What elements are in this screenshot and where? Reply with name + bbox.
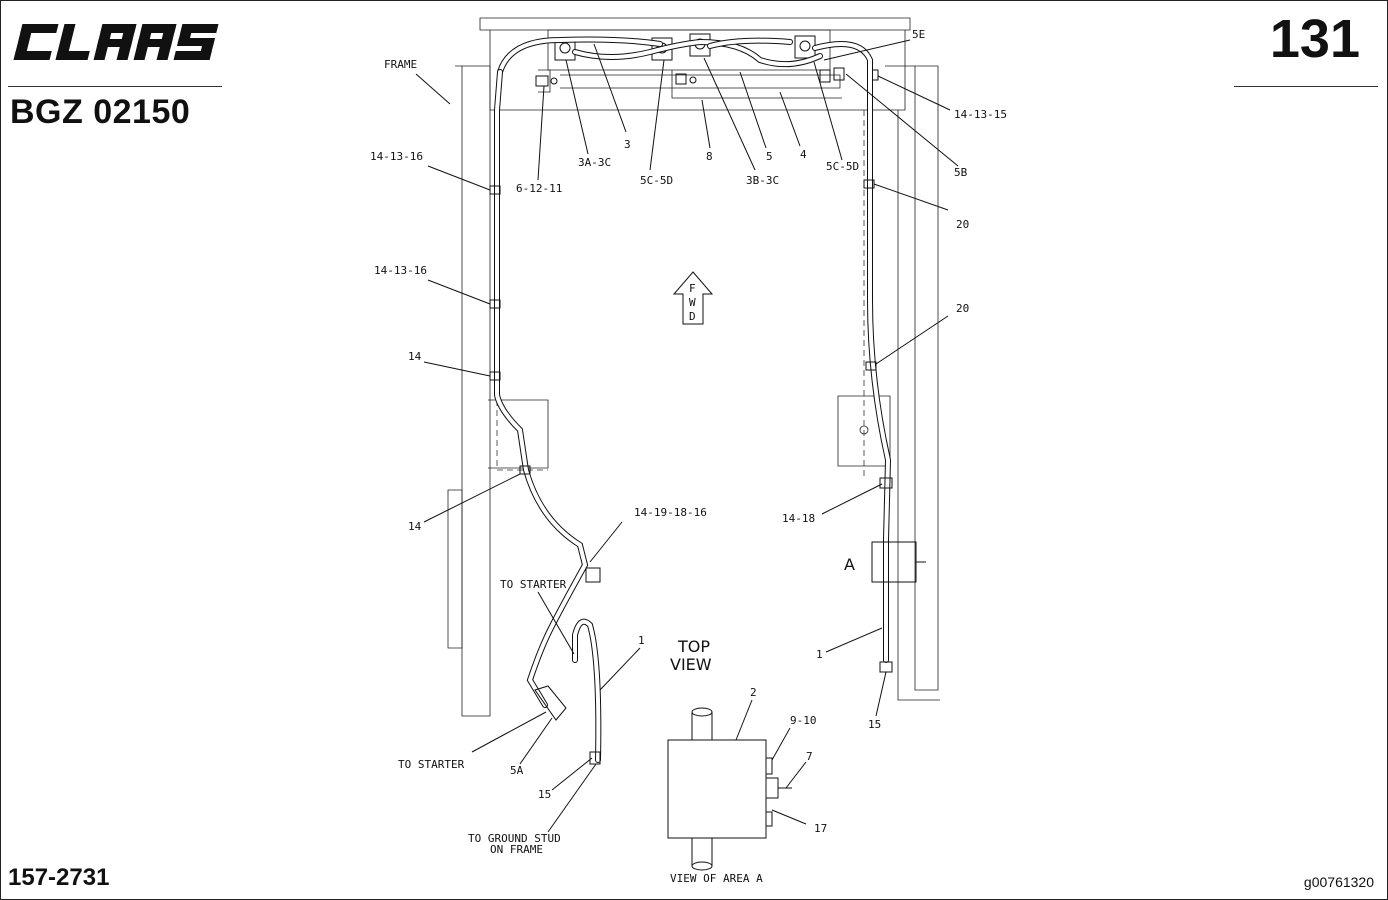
header-rule-right — [1234, 86, 1378, 87]
label-8: 8 — [706, 150, 713, 163]
label-3: 3 — [624, 138, 631, 151]
label-top: TOP — [677, 637, 710, 656]
label-to-starter-upper: TO STARTER — [500, 578, 567, 591]
leader-lines — [415, 39, 959, 833]
label-7: 7 — [806, 750, 813, 763]
area-a-detail — [667, 707, 792, 871]
callout-labels: FRAME 14-13-16 14-13-16 14 14 6-12-11 3A… — [370, 28, 1007, 885]
label-5b: 5B — [954, 166, 968, 179]
label-5: 5 — [766, 150, 773, 163]
claas-logo — [13, 24, 219, 60]
label-area-a: A — [844, 555, 855, 574]
forward-arrow — [672, 271, 714, 325]
label-on-frame: ON FRAME — [490, 843, 543, 856]
label-17: 17 — [814, 822, 827, 835]
label-5c-5d-right: 5C-5D — [826, 160, 859, 173]
label-6-12-11: 6-12-11 — [516, 182, 562, 195]
fwd-letters: F W D — [689, 282, 696, 323]
frame-outline — [447, 17, 940, 717]
label-4: 4 — [800, 148, 807, 161]
label-20-upper: 20 — [956, 218, 969, 231]
label-14-lower: 14 — [408, 520, 422, 533]
label-5a: 5A — [510, 764, 524, 777]
label-5e: 5E — [912, 28, 925, 41]
label-20-lower: 20 — [956, 302, 969, 315]
label-1-right: 1 — [816, 648, 823, 661]
label-3b-3c: 3B-3C — [746, 174, 779, 187]
label-5c-5d-left: 5C-5D — [640, 174, 673, 187]
area-a-box — [871, 541, 926, 583]
document-code: BGZ 02150 — [10, 93, 191, 131]
label-2: 2 — [750, 686, 757, 699]
page-number: 131 — [1269, 9, 1360, 69]
label-14-13-15: 14-13-15 — [954, 108, 1007, 121]
part-number: 157-2731 — [8, 864, 110, 891]
label-15-right: 15 — [868, 718, 881, 731]
image-reference: g00761320 — [1303, 874, 1374, 890]
label-view-of-area-a: VIEW OF AREA A — [670, 872, 763, 885]
fwd-d: D — [689, 310, 696, 323]
battery-cables — [489, 36, 893, 765]
label-1-left: 1 — [638, 634, 645, 647]
label-to-ground-stud: TO GROUND STUD — [468, 832, 561, 845]
label-9-10: 9-10 — [790, 714, 817, 727]
fwd-f: F — [689, 282, 696, 295]
label-15-left: 15 — [538, 788, 551, 801]
label-14-13-16-upper: 14-13-16 — [370, 150, 423, 163]
label-3a-3c: 3A-3C — [578, 156, 611, 169]
label-view: VIEW — [670, 655, 712, 674]
label-frame: FRAME — [384, 58, 417, 71]
label-14-13-16-lower: 14-13-16 — [374, 264, 427, 277]
fwd-w: W — [689, 296, 696, 309]
label-14-19-18-16: 14-19-18-16 — [634, 506, 707, 519]
header-rule-left — [8, 86, 222, 87]
label-14-upper: 14 — [408, 350, 422, 363]
label-to-starter-lower: TO STARTER — [398, 758, 465, 771]
label-14-18: 14-18 — [782, 512, 815, 525]
